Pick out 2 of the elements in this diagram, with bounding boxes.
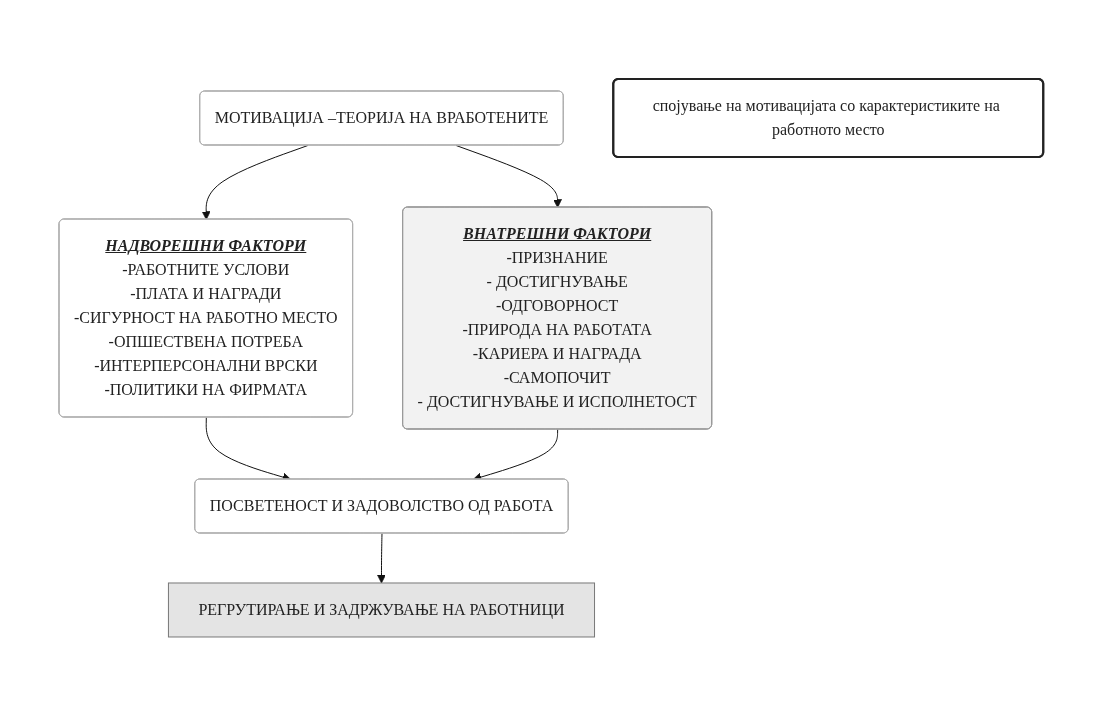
node-box: РЕГРУТИРАЊЕ И ЗАДРЖУВАЊЕ НА РАБОТНИЦИ: [168, 582, 596, 638]
arrow: [377, 533, 387, 584]
